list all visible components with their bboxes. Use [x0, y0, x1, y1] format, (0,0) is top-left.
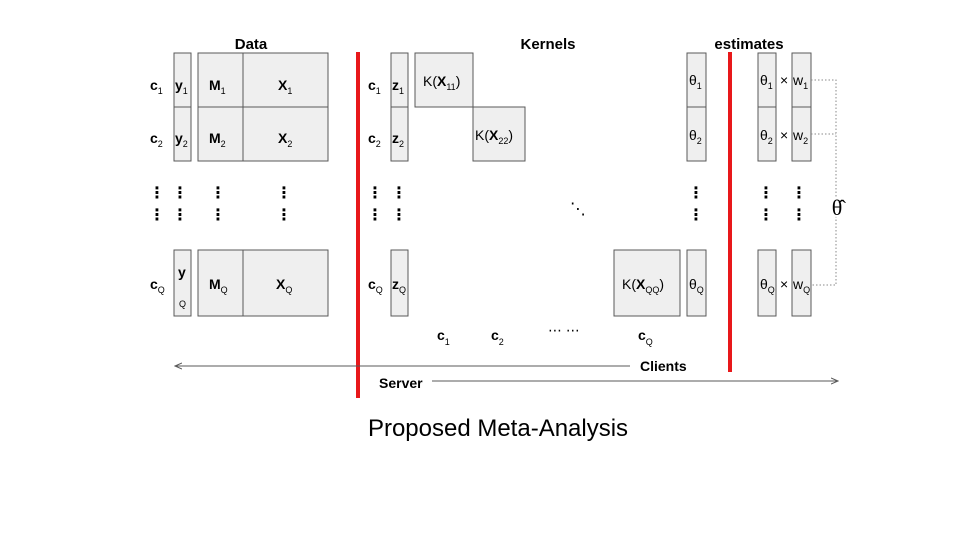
y-vector-box [173, 249, 192, 317]
weighted-theta-label: θQ [760, 276, 775, 295]
x-label: X1 [278, 77, 292, 96]
vertical-ellipsis: ⋮ [367, 185, 383, 202]
vertical-ellipsis: ⋮ [210, 185, 226, 202]
horizontal-ellipsis: ⋯ ⋯ [548, 322, 580, 338]
kernel-label: K(XQQ) [622, 276, 664, 295]
vertical-ellipsis: ⋮ [758, 207, 774, 224]
x-matrix-box [242, 106, 329, 162]
vertical-ellipsis: ⋮ [210, 207, 226, 224]
client-axis-label: cQ [638, 327, 653, 347]
clients-label: Clients [640, 358, 687, 374]
weighted-theta-box [757, 106, 777, 162]
kernels-header: Kernels [520, 36, 575, 53]
m-matrix-box [197, 106, 244, 162]
y-label: y1 [175, 77, 188, 96]
z-vector-box [390, 249, 409, 317]
theta-label: θ2 [689, 127, 702, 146]
row-q: cQ y Q MQ XQ cQ zQ K(XQQ) θQ θQ × wQ [150, 249, 812, 317]
z-label: z2 [392, 130, 404, 149]
kernel-block [613, 249, 681, 317]
theta-box [686, 106, 707, 162]
client-label: c1 [368, 77, 381, 96]
weight-label: w2 [792, 127, 808, 146]
y-subscript: Q [179, 299, 186, 309]
x-label: XQ [276, 276, 292, 295]
x-matrix-box [242, 249, 329, 317]
vertical-ellipsis: ⋮ [367, 207, 383, 224]
client-axis-labels: c1 c2 ⋯ ⋯ cQ [437, 322, 653, 347]
client-label: cQ [368, 276, 383, 295]
times-symbol: × [780, 276, 788, 292]
m-matrix-box [197, 52, 244, 108]
z-vector-box [390, 106, 409, 162]
vertical-ellipsis: ⋮ [172, 207, 188, 224]
times-symbol: × [780, 127, 788, 143]
vertical-ellipsis: ⋮ [172, 185, 188, 202]
client-label: cQ [150, 276, 165, 295]
kernel-block [414, 52, 474, 108]
weight-box [791, 249, 812, 317]
client-label: c2 [150, 130, 163, 149]
x-matrix-box [242, 52, 329, 108]
weighted-theta-label: θ2 [760, 127, 773, 146]
x-label: X2 [278, 130, 292, 149]
client-axis-label: c2 [491, 327, 504, 347]
theta-hat-label: θ̂ [832, 195, 847, 220]
vertical-ellipsis: ⋮ [149, 207, 165, 224]
client-label: c1 [150, 77, 163, 96]
vertical-ellipsis: ⋮ [276, 185, 292, 202]
diagonal-ellipsis: ⋱ [570, 201, 586, 218]
vertical-ellipsis: ⋮ [758, 185, 774, 202]
vertical-ellipsis: ⋮ [791, 207, 807, 224]
row-1: c1 y1 M1 X1 c1 z1 K(X11) θ1 θ1 × w1 [150, 52, 812, 108]
weighted-theta-label: θ1 [760, 72, 773, 91]
theta-label: θ1 [689, 72, 702, 91]
y-vector-box [173, 106, 192, 162]
dotted-bracket [811, 79, 837, 286]
client-axis-label: c1 [437, 327, 450, 347]
data-header: Data [235, 36, 268, 53]
y-label: y2 [175, 130, 188, 149]
ellipsis-group: ⋮ ⋮ ⋮ ⋮ ⋮ ⋮ ⋮ ⋮ ⋮ ⋮ ⋮ ⋮ ⋱ ⋮ ⋮ ⋮ ⋮ ⋮ ⋮ [149, 185, 807, 224]
vertical-ellipsis: ⋮ [276, 207, 292, 224]
m-label: M2 [209, 130, 226, 149]
weight-label: wQ [792, 276, 810, 295]
kernel-block [472, 106, 526, 162]
theta-label: θQ [689, 276, 704, 295]
diagram-caption: Proposed Meta-Analysis [368, 415, 628, 442]
m-matrix-box [197, 249, 244, 317]
m-label: MQ [209, 276, 228, 295]
vertical-ellipsis: ⋮ [391, 185, 407, 202]
vertical-ellipsis: ⋮ [149, 185, 165, 202]
vertical-ellipsis: ⋮ [791, 185, 807, 202]
weighted-theta-box [757, 249, 777, 317]
m-label: M1 [209, 77, 226, 96]
estimates-header: estimates [714, 36, 783, 53]
row-2: c2 y2 M2 X2 c2 z2 K(X22) θ2 θ2 × w2 [150, 106, 812, 162]
weight-label: w1 [792, 72, 808, 91]
z-label: z1 [392, 77, 404, 96]
vertical-ellipsis: ⋮ [688, 185, 704, 202]
times-symbol: × [780, 72, 788, 88]
aggregation-bracket: θ̂ [811, 79, 848, 286]
theta-box [686, 249, 707, 317]
vertical-ellipsis: ⋮ [391, 207, 407, 224]
kernel-label: K(X22) [475, 127, 513, 146]
server-label: Server [379, 375, 423, 391]
client-label: c2 [368, 130, 381, 149]
y-label: y [178, 264, 186, 280]
z-label: zQ [392, 276, 406, 295]
kernel-label: K(X11) [423, 73, 460, 92]
vertical-ellipsis: ⋮ [688, 207, 704, 224]
